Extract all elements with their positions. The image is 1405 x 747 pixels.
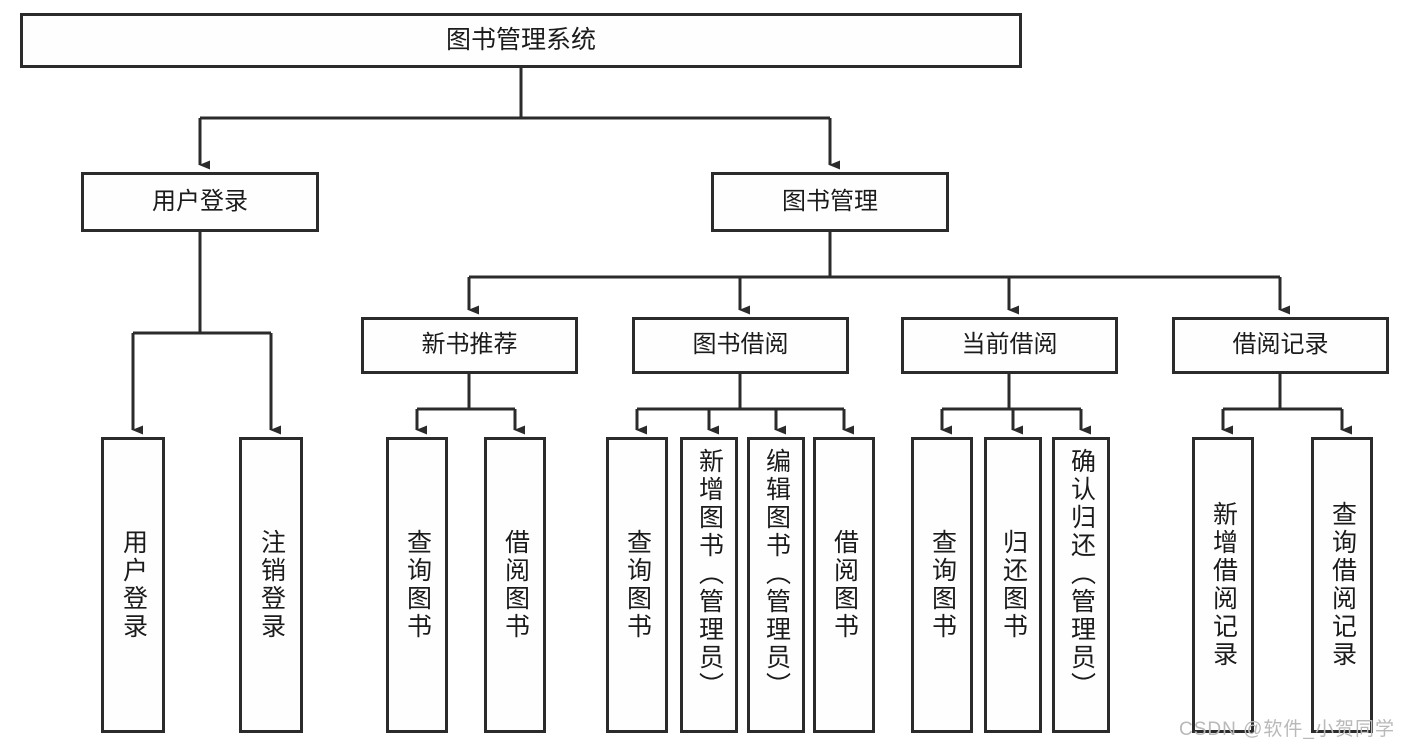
node-label: 用户登录 (152, 187, 248, 215)
node-label: 查询图书 (623, 529, 652, 641)
node-label: 图书管理 (782, 187, 878, 215)
node-label: 确认归还（管理员） (1067, 448, 1096, 700)
leaf-user-login[interactable]: 用户登录 (101, 437, 165, 733)
node-label: 新增图书（管理员） (695, 448, 724, 700)
node-label: 查询图书 (403, 529, 432, 641)
node-book-management[interactable]: 图书管理 (711, 172, 949, 232)
node-new-book-recommend[interactable]: 新书推荐 (361, 317, 578, 374)
watermark-text: CSDN @软件_小贺同学 (1179, 719, 1395, 740)
leaf-confirm-return-admin[interactable]: 确认归还（管理员） (1052, 437, 1110, 733)
node-label: 用户登录 (119, 529, 148, 641)
node-borrow-records[interactable]: 借阅记录 (1172, 317, 1389, 374)
node-label: 图书管理系统 (445, 25, 596, 54)
node-label: 注销登录 (257, 529, 286, 641)
leaf-add-borrow-record[interactable]: 新增借阅记录 (1192, 437, 1254, 733)
node-root-system[interactable]: 图书管理系统 (20, 13, 1022, 68)
node-label: 查询借阅记录 (1328, 501, 1357, 669)
leaf-query-books-recommend[interactable]: 查询图书 (386, 437, 448, 733)
node-label: 归还图书 (999, 529, 1028, 641)
leaf-add-book-admin[interactable]: 新增图书（管理员） (680, 437, 738, 733)
node-label: 图书借阅 (692, 331, 789, 359)
node-label: 借阅图书 (501, 529, 530, 641)
leaf-query-books-current[interactable]: 查询图书 (911, 437, 973, 733)
leaf-query-books-borrow[interactable]: 查询图书 (606, 437, 668, 733)
node-label: 新书推荐 (421, 331, 518, 359)
leaf-return-book[interactable]: 归还图书 (984, 437, 1042, 733)
node-current-borrow[interactable]: 当前借阅 (901, 317, 1118, 374)
leaf-borrow-books-recommend[interactable]: 借阅图书 (484, 437, 546, 733)
node-label: 借阅记录 (1232, 331, 1329, 359)
node-label: 查询图书 (928, 529, 957, 641)
node-label: 借阅图书 (830, 529, 859, 641)
leaf-borrow-book[interactable]: 借阅图书 (813, 437, 875, 733)
leaf-logout[interactable]: 注销登录 (239, 437, 303, 733)
node-label: 新增借阅记录 (1209, 501, 1238, 669)
node-label: 当前借阅 (961, 331, 1058, 359)
node-book-borrow[interactable]: 图书借阅 (632, 317, 849, 374)
node-user-login[interactable]: 用户登录 (81, 172, 319, 232)
leaf-query-borrow-record[interactable]: 查询借阅记录 (1311, 437, 1373, 733)
leaf-edit-book-admin[interactable]: 编辑图书（管理员） (747, 437, 805, 733)
node-label: 编辑图书（管理员） (762, 448, 791, 700)
